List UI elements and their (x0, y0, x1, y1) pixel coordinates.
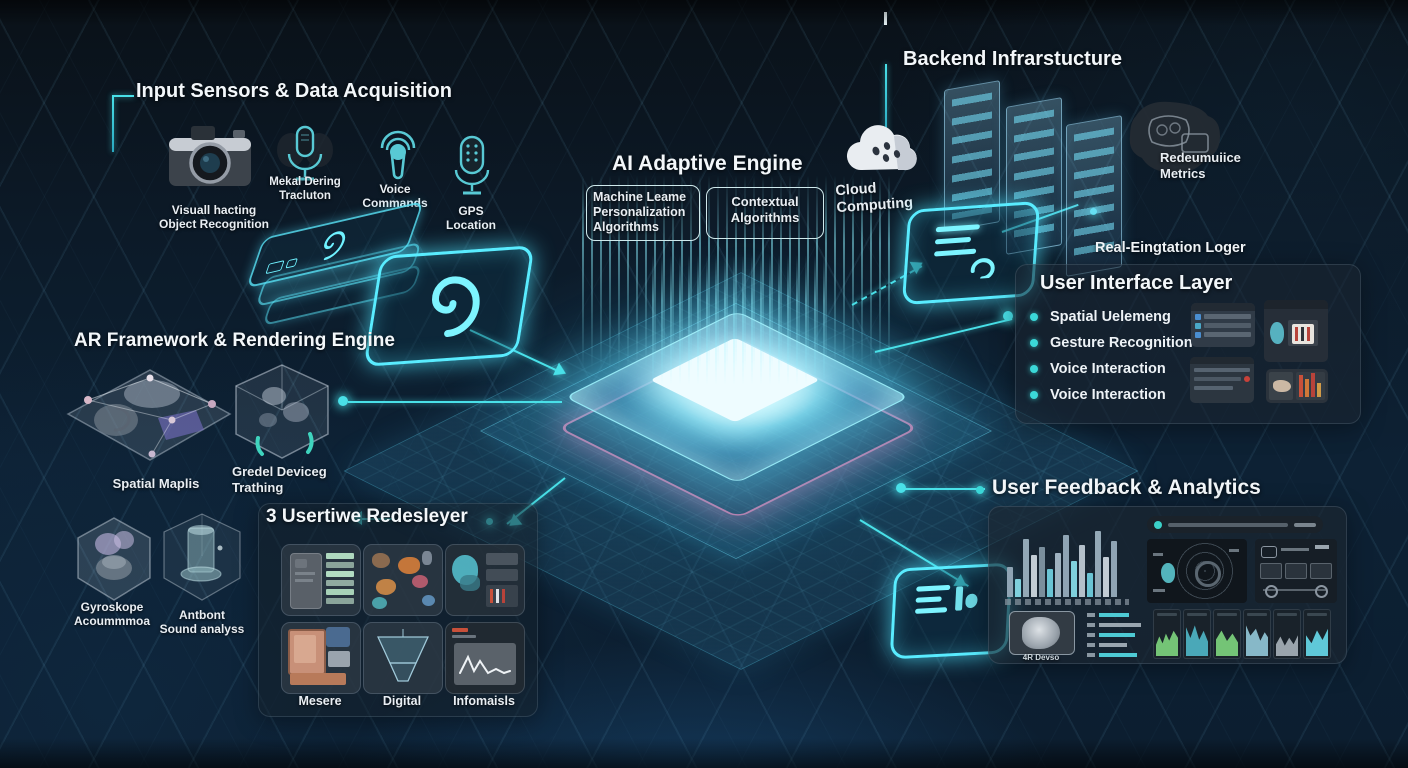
microphone-tracking-label: Mekal Dering Tracluton (269, 176, 341, 202)
camera-label: Visuall hacting Object Recognition (158, 203, 269, 232)
gps-location-label: GPS Location (446, 204, 496, 233)
mini-chart-3 (1213, 609, 1241, 659)
mini-chart-4 (1243, 609, 1271, 659)
device-tracking-label: Gredel Deviceg Trathing (232, 464, 327, 495)
analytics-metric-list (1087, 613, 1153, 657)
ui-thumb-photo-2 (1266, 369, 1328, 403)
gyroscope-label: Gyroskope Acoummmoa (73, 600, 150, 629)
ui-layer-item: Spatial Uelemeng (1030, 305, 1193, 329)
spatial-mapping-label: Spatial Maplis (112, 476, 200, 491)
input-sensors-title: Input Sensors & Data Acquisition (136, 80, 452, 102)
ui-layer-list: Spatial Uelemeng Gesture Recognition Voi… (1030, 305, 1193, 407)
voice-commands-icon (380, 130, 416, 180)
analytics-dashboard: 4R Devso (988, 506, 1347, 664)
cloud-icon (846, 125, 917, 171)
analytics-device-image (1009, 611, 1075, 655)
mini-chart-5 (1273, 609, 1301, 659)
camera-icon (169, 126, 251, 186)
ui-layer-panel: User Interface Layer Spatial Uelemeng Ge… (1015, 264, 1361, 424)
input-bracket-v (112, 96, 114, 152)
ambient-sound-icon (163, 513, 241, 601)
bullet-icon (1030, 365, 1038, 373)
spiral-glyph (431, 276, 480, 338)
ui-layer-item-label: Spatial Uelemeng (1050, 309, 1171, 325)
redesign-label-1: Mesere (298, 694, 342, 708)
analytics-header-bar (1147, 516, 1323, 533)
bullet-icon (1030, 313, 1038, 321)
backend-pointer-line (885, 64, 887, 136)
mini-chart-6 (1303, 609, 1331, 659)
analytics-axis-labels (1005, 599, 1129, 605)
data-rain (575, 175, 895, 370)
ui-layer-item-label: Voice Interaction (1050, 387, 1166, 403)
analytics-controls-panel (1255, 539, 1337, 603)
redesign-thumb-collage (281, 622, 361, 694)
vr-headset-icon (1129, 101, 1220, 173)
analytics-device-caption: 4R Devso (1022, 653, 1060, 662)
analytics-bar-chart (1007, 521, 1125, 597)
layered-device-card (246, 200, 431, 327)
realtime-logger-label: Real-Eingtation Loger (1095, 240, 1246, 256)
return-arrow-glyph (970, 258, 995, 280)
ui-thumb-list-1 (1191, 303, 1255, 347)
gps-mic-icon (454, 135, 490, 195)
ui-layer-item-label: Gesture Recognition (1050, 335, 1193, 351)
performance-metrics-label: Redeumuiice Metrics (1160, 150, 1241, 181)
analytics-title-dot (976, 486, 984, 494)
spiral-device-card (363, 245, 535, 367)
ambient-sound-label: Antbont Sound analyss (159, 608, 245, 637)
ui-layer-title: User Interface Layer (1040, 272, 1233, 294)
redesign-thumb-phone-list (281, 544, 361, 616)
ai-engine-box-ctx-label: Contextual Algorithms (730, 194, 800, 226)
ui-layer-item: Voice Interaction (1030, 357, 1193, 381)
spiral-glyph-small (323, 231, 346, 261)
redesign-title: 3 Usertiwe Redesleyer (266, 506, 468, 527)
doc-device-card (901, 200, 1041, 306)
ai-engine-box-ml-label: Machine Leame Personalization Algorithms (593, 190, 687, 234)
redesign-thumb-wireframe (363, 622, 443, 694)
connector-dot-ar (338, 396, 348, 406)
spatial-map-icon (66, 369, 232, 461)
ui-thumb-photo-1 (1264, 300, 1328, 362)
connector-chip-to-uipanel (874, 318, 1013, 353)
ar-framework-title: AR Framework & Rendering Engine (74, 330, 395, 351)
connector-chip-to-analytics-h (905, 488, 985, 490)
mini-chart-1 (1153, 609, 1181, 659)
analytics-radar-panel (1147, 539, 1247, 603)
voice-commands-label: Voice Commands (362, 182, 428, 211)
ui-layer-item-label: Voice Interaction (1050, 361, 1166, 377)
data-rain-inner (645, 255, 830, 385)
ai-engine-title: AI Adaptive Engine (612, 152, 803, 175)
ui-layer-item: Gesture Recognition (1030, 331, 1193, 355)
redesign-thumb-persona (445, 544, 525, 616)
ai-engine-box-ml: Machine Leame Personalization Algorithms (586, 185, 700, 241)
analytics-title: User Feedback & Analytics (992, 476, 1261, 499)
redesign-panel: 3 Usertiwe Redesleyer (258, 503, 538, 717)
ui-thumb-list-2 (1190, 357, 1254, 403)
redesign-thumb-chart (445, 622, 525, 694)
connector-dot-analytics (896, 483, 906, 493)
backend-title: Backend Infrarstucture (903, 48, 1122, 70)
mini-chart-2 (1183, 609, 1211, 659)
microphone-tracking-icon (277, 125, 333, 181)
redesign-label-2: Digital (382, 694, 422, 708)
connector-dot-uipanel (1003, 311, 1013, 321)
ai-engine-box-ctx: Contextual Algorithms (706, 187, 824, 239)
top-tick (884, 12, 887, 25)
tracking-cube-icon (235, 364, 329, 459)
input-bracket-h (112, 95, 134, 97)
ui-layer-item: Voice Interaction (1030, 383, 1193, 407)
redesign-label-3: Infomaisls (453, 694, 515, 708)
bullet-icon (1030, 391, 1038, 399)
bullet-icon (1030, 339, 1038, 347)
redesign-thumb-objects (363, 544, 443, 616)
gyroscope-icon (77, 517, 151, 601)
connector-ar-to-chip (348, 401, 562, 403)
